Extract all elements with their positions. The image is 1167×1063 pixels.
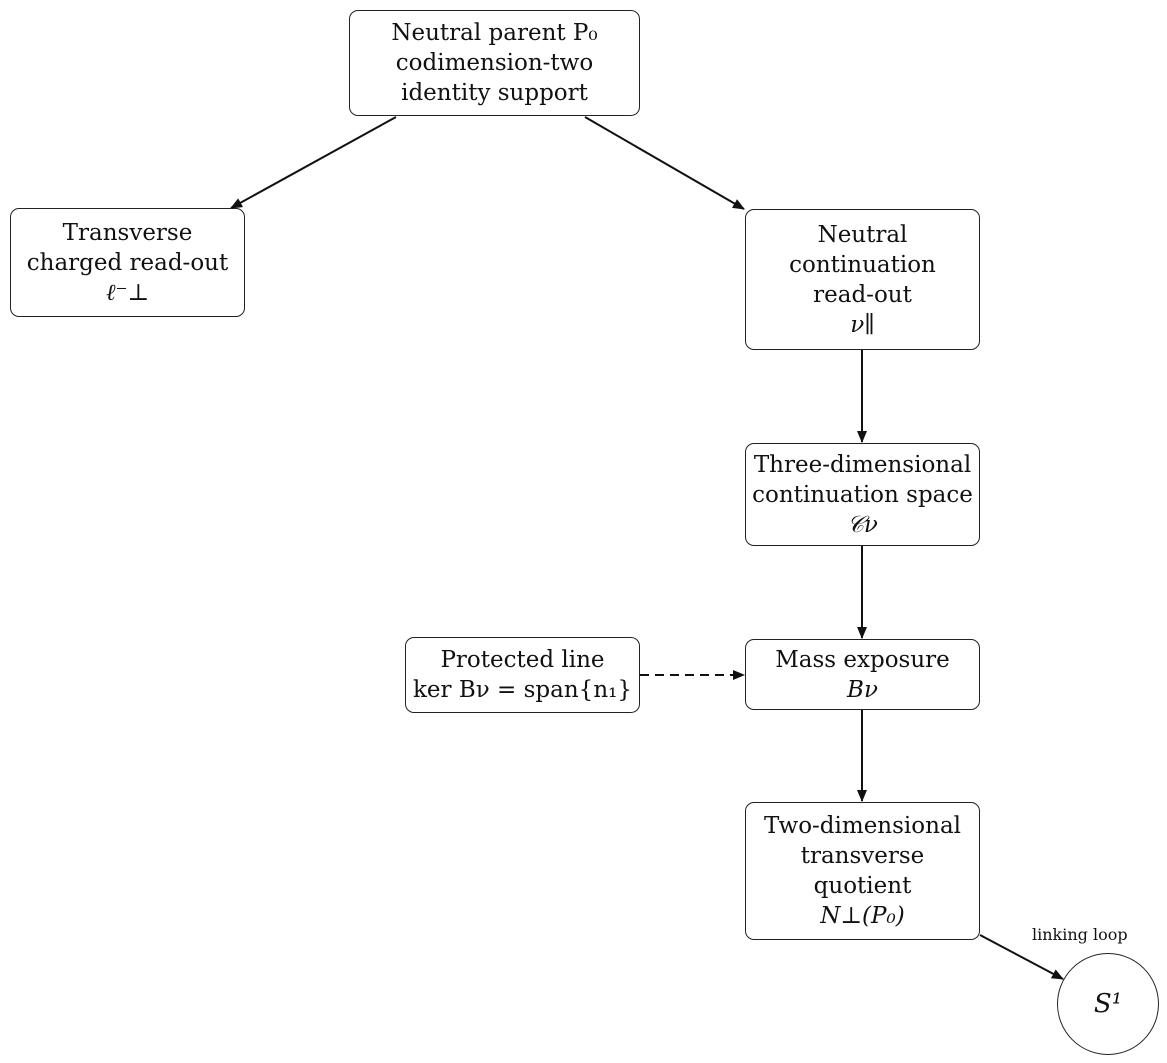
node-protected-line-line-2: ker Bν = span{n₁} xyxy=(413,677,632,703)
node-linking-circle-label: S¹ xyxy=(1093,989,1123,1019)
node-transverse-charged-symbol: ℓ⁻⊥ xyxy=(105,279,150,306)
node-neutral-continuation-symbol: ν∥ xyxy=(850,311,875,338)
node-continuation-space: Three-dimensional continuation space 𝒞ν xyxy=(745,443,980,546)
edge-parent-to-neutral xyxy=(584,116,745,210)
edge-quotient-to-loop xyxy=(979,934,1064,980)
node-neutral-continuation: Neutral continuation read-out ν∥ xyxy=(745,209,980,350)
node-protected-line-line-1: Protected line xyxy=(440,647,605,673)
edge-parent-to-charged xyxy=(230,116,397,209)
node-transverse-charged: Transverse charged read-out ℓ⁻⊥ xyxy=(10,208,245,317)
node-neutral-parent-line-2: codimension-two xyxy=(395,50,594,76)
node-continuation-space-symbol: 𝒞ν xyxy=(847,511,878,538)
node-transverse-quotient-line-3: quotient xyxy=(813,873,912,899)
node-continuation-space-line-1: Three-dimensional xyxy=(753,451,972,478)
node-continuation-space-line-2: continuation space xyxy=(752,481,973,508)
node-transverse-quotient-line-2: transverse xyxy=(800,843,925,869)
node-neutral-parent-line-1: Neutral parent P₀ xyxy=(391,20,598,46)
node-neutral-parent-line-3: identity support xyxy=(401,80,588,106)
node-mass-exposure: Mass exposure Bν xyxy=(745,639,980,710)
node-transverse-quotient-line-1: Two-dimensional xyxy=(763,813,962,839)
node-mass-exposure-line-1: Mass exposure xyxy=(775,646,950,673)
node-transverse-charged-line-1: Transverse xyxy=(62,219,193,246)
edge-label-linking-loop: linking loop xyxy=(1032,925,1128,944)
node-transverse-quotient-symbol: N⊥(P₀) xyxy=(820,903,905,929)
node-linking-circle: S¹ xyxy=(1057,953,1159,1055)
node-transverse-charged-line-2: charged read-out xyxy=(26,249,229,276)
node-neutral-continuation-line-3: read-out xyxy=(813,281,912,308)
node-neutral-continuation-line-2: continuation xyxy=(789,251,936,278)
node-neutral-continuation-line-1: Neutral xyxy=(817,221,908,248)
node-transverse-quotient: Two-dimensional transverse quotient N⊥(P… xyxy=(745,802,980,940)
node-mass-exposure-symbol: Bν xyxy=(847,676,878,703)
node-neutral-parent: Neutral parent P₀ codimension-two identi… xyxy=(349,10,640,116)
node-protected-line: Protected line ker Bν = span{n₁} xyxy=(405,637,640,713)
